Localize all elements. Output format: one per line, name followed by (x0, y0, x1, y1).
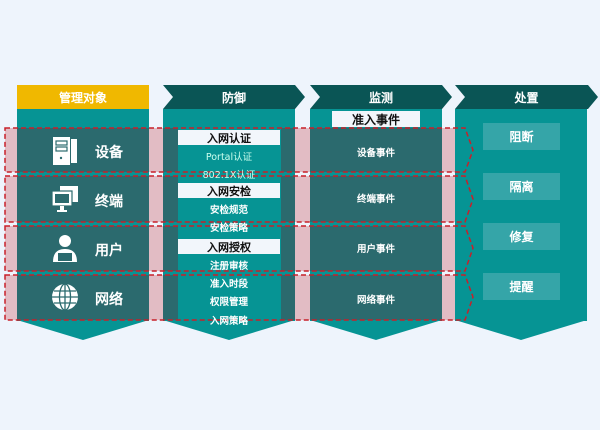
column-point (17, 320, 149, 340)
row-dark (17, 226, 149, 271)
defense-item: 入网策略 (209, 316, 248, 327)
defense-item: 权限管理 (209, 297, 248, 308)
row-dark (281, 275, 295, 320)
defense-item: 注册审核 (209, 261, 248, 272)
defense-item: 安检策略 (209, 223, 248, 234)
row-dark (281, 128, 295, 172)
object-label: 网络 (95, 292, 123, 308)
row-dark (310, 275, 442, 320)
monitor-event: 用户事件 (356, 244, 395, 255)
object-label: 用户 (95, 243, 123, 259)
row-dark (310, 128, 442, 172)
defense-item: 802.1X认证 (202, 170, 256, 181)
row-dark (163, 128, 178, 172)
row-dark (17, 275, 149, 320)
row-dark (310, 226, 442, 271)
defense-item: Portal认证 (205, 152, 253, 163)
monitor-event: 网络事件 (356, 295, 395, 306)
monitor-icon (51, 186, 78, 212)
defense-check-title: 入网安检 (178, 183, 280, 198)
object-label: 终端 (95, 194, 123, 210)
defense-auth-title: 入网认证 (178, 130, 280, 145)
row-dark (163, 176, 178, 222)
user-icon (53, 235, 77, 262)
monitor-event: 设备事件 (356, 148, 395, 159)
row-dark (17, 128, 149, 172)
monitor-event: 终端事件 (356, 194, 395, 205)
monitor-title: 准入事件 (332, 111, 420, 127)
row-dark (163, 275, 178, 320)
header-objects: 管理对象 (17, 85, 149, 109)
header-defense: 防御 (163, 85, 305, 109)
row-dark (281, 176, 295, 222)
server-icon (53, 137, 77, 165)
response-isolate: 隔离 (483, 173, 560, 200)
row-dark (281, 226, 295, 271)
column-point (455, 320, 587, 340)
defense-grant-title: 入网授权 (178, 239, 280, 254)
defense-item: 安检规范 (209, 205, 248, 216)
row-dark (17, 176, 149, 222)
header-response: 处置 (455, 85, 598, 109)
row-dark (163, 226, 178, 271)
globe-icon (52, 283, 78, 311)
header-monitor: 监测 (310, 85, 452, 109)
row-dark (310, 176, 442, 222)
object-label: 设备 (95, 145, 123, 161)
response-block: 阻断 (483, 123, 560, 150)
response-remind: 提醒 (483, 273, 560, 300)
column-point (163, 320, 295, 340)
column-point (310, 320, 442, 340)
response-repair: 修复 (483, 223, 560, 250)
defense-item: 准入时段 (209, 279, 248, 290)
